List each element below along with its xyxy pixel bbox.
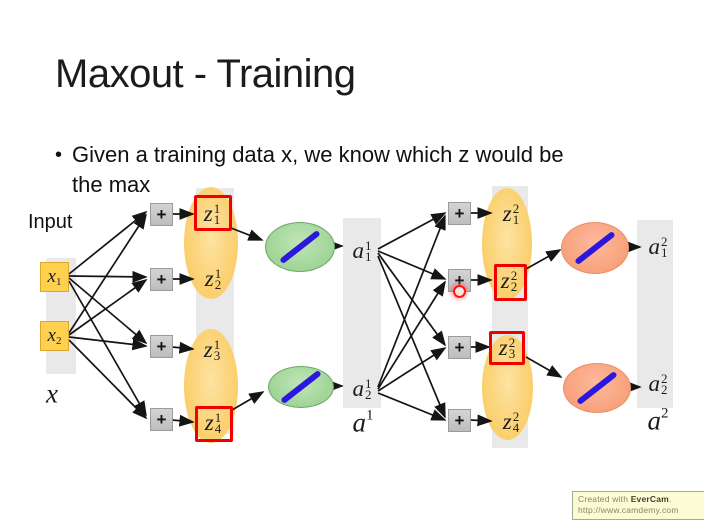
bullet-marker: • (55, 144, 63, 166)
activation-ellipse-green (265, 222, 335, 272)
linear-activation-icon (279, 229, 321, 265)
max-highlight-box-z3-2 (489, 331, 525, 365)
max-highlight-box-z1-1 (194, 195, 232, 231)
sum-node: + (150, 203, 173, 226)
sum-node: + (150, 408, 173, 431)
bullet-line-1: • Given a training data x, we know which … (55, 140, 615, 170)
max-highlight-box-z4-1 (195, 406, 233, 442)
slide-title: Maxout - Training (55, 52, 356, 96)
bullet-line-2: the max (72, 172, 151, 197)
watermark-url: http://www.camdemy.com (578, 505, 679, 515)
sum-node: + (448, 336, 471, 359)
a1-column-bar (343, 218, 381, 408)
activation-ellipse-green (268, 366, 334, 408)
watermark-line-1: Created with EverCam. (578, 494, 672, 504)
input-vector-label: x (46, 378, 58, 409)
input-label: Input (28, 211, 73, 233)
linear-activation-icon (576, 370, 618, 406)
linear-activation-icon (280, 369, 322, 405)
bullet-text: Given a training data x, we know which z… (72, 142, 564, 167)
laser-ring-icon (452, 284, 466, 298)
watermark-brand: EverCam (630, 494, 669, 504)
a2-column-bar (637, 220, 673, 408)
activation-ellipse-salmon (563, 363, 631, 413)
laser-pointer-dot (448, 280, 470, 302)
watermark-badge: Created with EverCam. http://www.camdemy… (572, 491, 704, 520)
activation-ellipse-salmon (561, 222, 629, 274)
sum-node: + (448, 409, 471, 432)
sum-node: + (150, 268, 173, 291)
sum-node: + (150, 335, 173, 358)
sum-node: + (448, 202, 471, 225)
linear-activation-icon (574, 230, 616, 266)
max-highlight-box-z2-2 (494, 264, 527, 301)
